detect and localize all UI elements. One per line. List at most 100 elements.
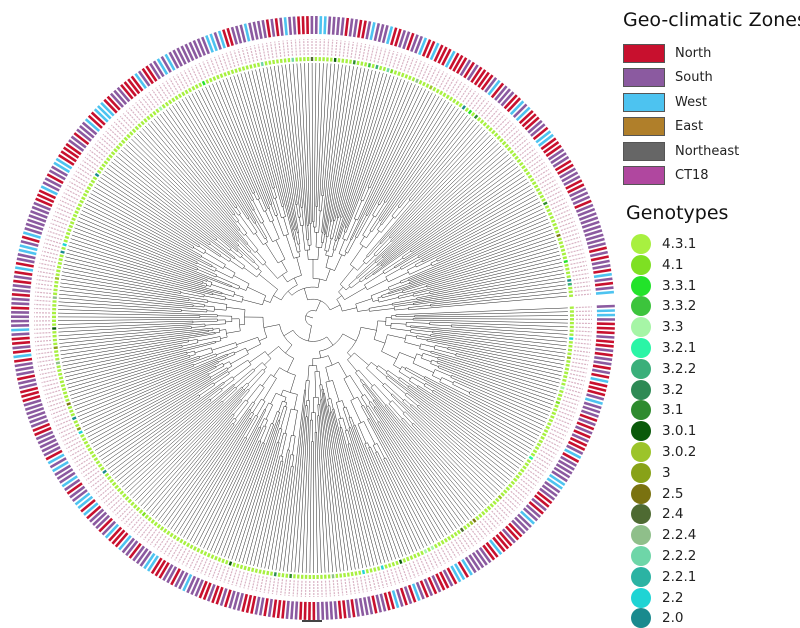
leaf-branch	[333, 409, 367, 567]
genotype-mark	[466, 108, 468, 111]
leaf-branch	[88, 374, 209, 438]
stem-branch	[255, 233, 263, 245]
leaf-branch	[257, 461, 281, 567]
genotype-mark	[549, 420, 553, 422]
leaf-label	[37, 276, 53, 278]
genotype-mark	[72, 219, 76, 221]
stem-branch	[333, 241, 336, 250]
stem-branch	[213, 294, 226, 297]
stem-branch	[247, 344, 261, 351]
stem-branch	[290, 375, 295, 392]
stem-branch	[367, 231, 371, 238]
genotype-mark	[558, 395, 562, 396]
genotype-mark	[557, 235, 561, 236]
genotype-mark	[556, 402, 560, 403]
zone-label: CT18	[675, 168, 709, 183]
genotype-mark	[346, 59, 347, 63]
leaf-label	[391, 569, 396, 584]
zone-mark	[596, 288, 614, 290]
zone-mark	[547, 478, 562, 488]
zone-mark	[12, 334, 30, 335]
zone-mark	[468, 65, 478, 80]
stem-branch	[345, 287, 366, 299]
leaf-label	[472, 96, 482, 109]
leaf-branch	[410, 173, 522, 251]
genotype-mark	[56, 274, 60, 275]
genotype-mark	[68, 229, 72, 230]
genotype-mark	[130, 132, 133, 135]
leaf-branch	[391, 395, 495, 497]
leaf-label	[512, 136, 524, 146]
genotype-mark	[497, 136, 500, 139]
genotype-mark	[138, 124, 141, 127]
leaf-branch	[324, 64, 335, 196]
zone-mark	[247, 595, 251, 613]
genotype-mark	[82, 438, 86, 440]
genotype-mark	[354, 60, 355, 64]
leaf-branch	[376, 453, 421, 550]
leaf-label	[146, 95, 156, 108]
genotype-mark	[90, 452, 93, 454]
genotype-mark	[527, 460, 530, 462]
stem-branch	[368, 243, 381, 257]
stem-branch	[276, 240, 285, 259]
stem-branch	[346, 407, 350, 418]
genotype-mark	[169, 100, 171, 103]
leaf-label	[461, 535, 470, 548]
leaf-branch	[127, 402, 223, 492]
stem-branch	[401, 280, 409, 283]
stem-branch	[364, 421, 375, 444]
genotype-mark	[66, 400, 70, 401]
leaf-branch	[409, 223, 550, 280]
genotype-mark	[371, 569, 372, 573]
genotype-mark	[559, 242, 563, 243]
leaf-label	[35, 337, 51, 338]
leaf-label	[355, 43, 358, 59]
leaf-label	[349, 579, 351, 595]
genotype-mark	[228, 71, 229, 75]
genotype-mark	[442, 541, 444, 545]
leaf-label	[332, 40, 333, 56]
leaf-label	[125, 512, 136, 524]
zone-mark	[381, 594, 385, 612]
stem-branch	[299, 244, 300, 252]
leaf-branch	[411, 122, 477, 201]
genotype-mark	[69, 226, 73, 227]
leaf-label	[147, 529, 157, 542]
zone-mark	[469, 555, 479, 570]
leaf-branch	[66, 253, 221, 294]
genotype-legend-item: 3	[631, 463, 671, 483]
stem-branch	[453, 384, 470, 392]
leaf-branch	[274, 66, 295, 205]
leaf-label	[139, 100, 149, 113]
stem-branch	[316, 207, 317, 228]
leaf-label	[515, 139, 527, 149]
leaf-label	[451, 542, 459, 556]
leaf-label	[267, 43, 270, 59]
genotype-dot	[631, 296, 651, 316]
genotype-mark	[568, 284, 572, 285]
genotype-mark	[221, 74, 222, 78]
stem-branch	[356, 299, 372, 304]
genotype-label: 4.3.1	[662, 236, 696, 252]
zone-mark	[18, 254, 36, 258]
leaf-label	[248, 574, 252, 590]
leaf-branch	[110, 388, 221, 472]
stem-branch	[368, 443, 370, 448]
genotype-mark	[266, 61, 267, 65]
leaf-label	[240, 572, 244, 588]
zone-mark	[294, 17, 295, 35]
leaf-label	[474, 526, 484, 539]
leaf-label	[565, 237, 580, 242]
leaf-label	[575, 290, 591, 292]
leaf-label	[563, 400, 578, 405]
stem-branch	[378, 297, 382, 298]
stem-branch	[319, 211, 321, 233]
genotype-mark	[60, 255, 64, 256]
genotype-mark	[475, 115, 478, 118]
leaf-label	[517, 142, 529, 152]
genotype-mark	[538, 192, 542, 194]
stem-branch	[274, 368, 280, 377]
clade-arc	[293, 330, 327, 341]
genotype-mark	[433, 87, 435, 91]
